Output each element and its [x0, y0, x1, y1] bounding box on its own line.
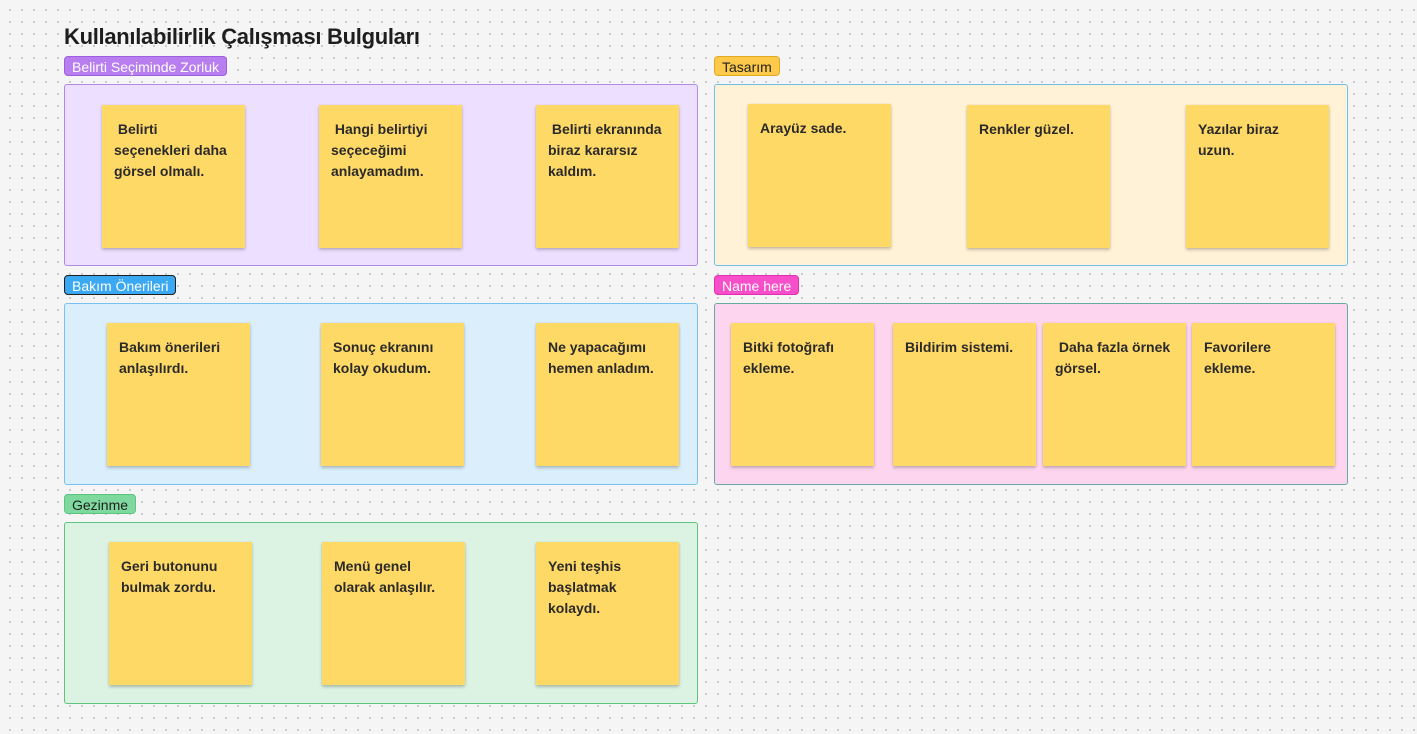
section-frame[interactable]: Belirti seçenekleri daha görsel olmalı. … [64, 84, 698, 266]
sticky-note[interactable]: Belirti ekranında biraz kararsız kaldım. [536, 105, 679, 248]
board-title: Kullanılabilirlik Çalışması Bulguları [64, 24, 420, 49]
sticky-note[interactable]: Menü genel olarak anlaşılır. [322, 542, 465, 685]
sticky-note[interactable]: Arayüz sade. [748, 104, 891, 247]
section-tasarim[interactable]: Tasarım Arayüz sade. Renkler güzel. Yazı… [714, 56, 1348, 266]
section-frame[interactable]: Bakım önerileri anlaşılırdı. Sonuç ekran… [64, 303, 698, 485]
sticky-note[interactable]: Ne yapacağımı hemen anladım. [536, 323, 679, 466]
sticky-note[interactable]: Geri butonunu bulmak zordu. [109, 542, 252, 685]
section-label[interactable]: Name here [714, 275, 800, 295]
section-label[interactable]: Belirti Seçiminde Zorluk [64, 56, 228, 76]
sticky-note[interactable]: Yazılar biraz uzun. [1186, 105, 1329, 248]
sticky-note[interactable]: Daha fazla örnek görsel. [1043, 323, 1186, 466]
sticky-note[interactable]: Bildirim sistemi. [893, 323, 1036, 466]
section-label[interactable]: Gezinme [64, 494, 137, 514]
sticky-note[interactable]: Sonuç ekranını kolay okudum. [321, 323, 464, 466]
sticky-note[interactable]: Yeni teşhis başlatmak kolaydı. [536, 542, 679, 685]
sticky-note[interactable]: Favorilere ekleme. [1192, 323, 1335, 466]
section-bakim-onerileri[interactable]: Bakım Önerileri Bakım önerileri anlaşılı… [64, 275, 698, 485]
section-frame[interactable]: Geri butonunu bulmak zordu. Menü genel o… [64, 522, 698, 704]
sticky-note[interactable]: Belirti seçenekleri daha görsel olmalı. [102, 105, 245, 248]
sticky-note[interactable]: Hangi belirtiyi seçeceğimi anlayamadım. [319, 105, 462, 248]
section-belirti-secimi[interactable]: Belirti Seçiminde Zorluk Belirti seçenek… [64, 56, 698, 266]
section-gezinme[interactable]: Gezinme Geri butonunu bulmak zordu. Menü… [64, 494, 698, 704]
sticky-note[interactable]: Bitki fotoğrafı ekleme. [731, 323, 874, 466]
section-frame[interactable]: Bitki fotoğrafı ekleme. Bildirim sistemi… [714, 303, 1348, 485]
section-frame[interactable]: Arayüz sade. Renkler güzel. Yazılar bira… [714, 84, 1348, 266]
section-name-here[interactable]: Name here Bitki fotoğrafı ekleme. Bildir… [714, 275, 1348, 485]
sticky-note[interactable]: Renkler güzel. [967, 105, 1110, 248]
section-label[interactable]: Bakım Önerileri [64, 275, 177, 295]
section-label[interactable]: Tasarım [714, 56, 780, 76]
sticky-note[interactable]: Bakım önerileri anlaşılırdı. [107, 323, 250, 466]
